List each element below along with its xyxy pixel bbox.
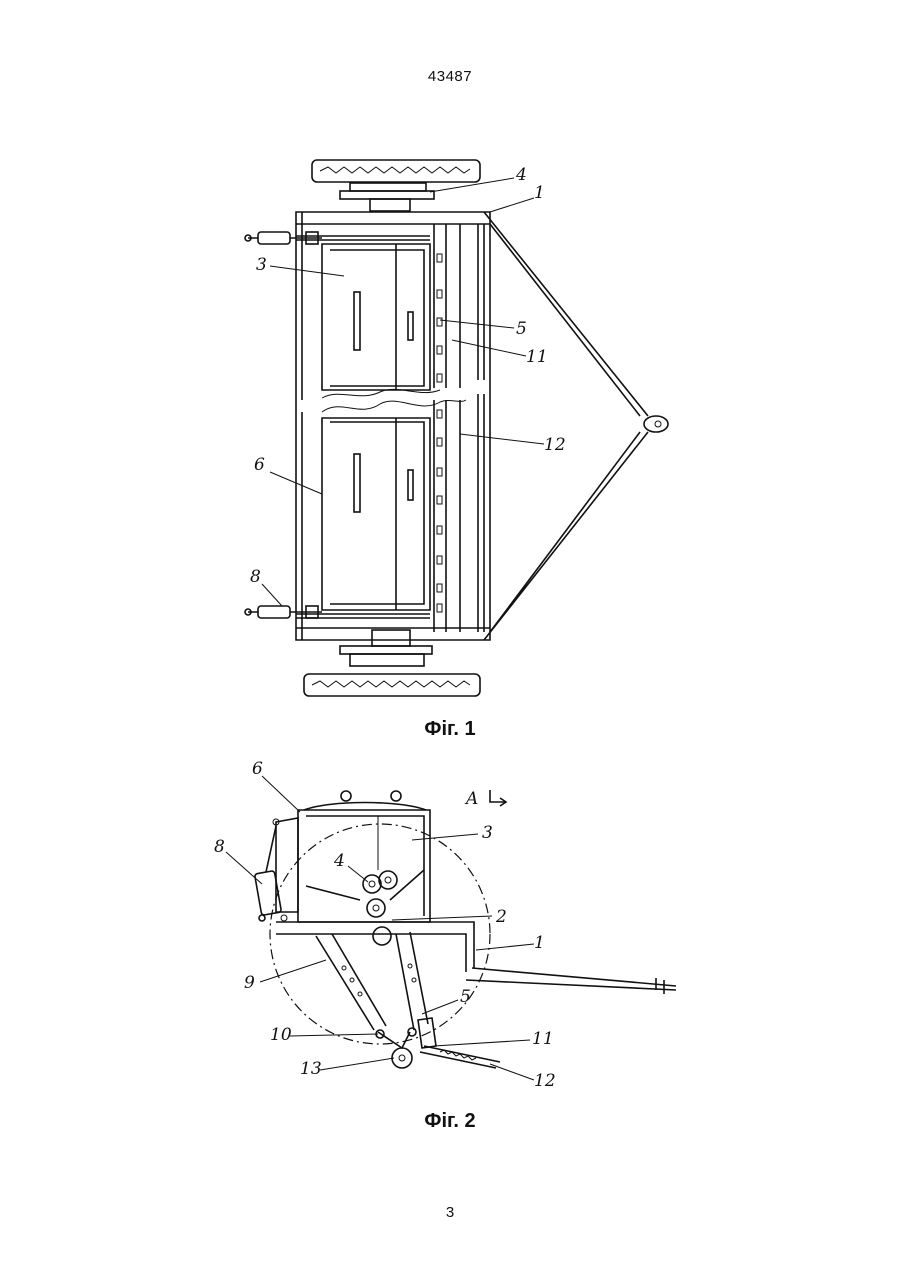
fig2-label-4: 4 [333,851,345,871]
coulter-bar [420,1046,500,1068]
hydraulic-cylinder-side [255,826,282,921]
fig1-label-11: 11 [526,347,548,367]
hydraulic-cylinders [245,232,322,618]
figure-1-leaders [262,178,544,606]
view-arrow-a [490,790,506,806]
fig2-label-5: 5 [460,987,471,1007]
fig2-label-13: 13 [300,1059,322,1079]
depth-wheel [376,1028,416,1068]
fig1-label-12: 12 [544,435,566,455]
figure-1-caption: Фіг. 1 [0,718,900,741]
sowing-bars [434,224,484,632]
hopper [322,244,466,610]
fig1-label-1: 1 [534,183,545,203]
fig2-label-8: 8 [214,837,225,857]
fig2-label-10: 10 [270,1025,292,1045]
fig1-label-8: 8 [250,567,261,587]
fig2-label-2: 2 [495,907,507,927]
fig1-label-3: 3 [256,255,267,275]
page-number: 3 [0,1204,900,1221]
fig2-label-9: 9 [244,973,255,993]
fig2-view-label-a: A [464,789,478,809]
frame-side [276,915,676,994]
fig2-label-3: 3 [482,823,493,843]
fig2-label-1: 1 [534,933,545,953]
top-wheel [312,160,480,211]
sowing-tines [316,932,436,1048]
fig2-label-11: 11 [532,1029,554,1049]
fig2-label-6: 6 [252,759,263,779]
fig1-label-4: 4 [515,165,527,185]
fig1-label-5: 5 [516,319,527,339]
fig1-label-6: 6 [254,455,265,475]
figure-2-caption: Фіг. 2 [0,1110,900,1133]
figure-2-drawing: A 6 3 4 8 2 1 9 5 10 11 13 12 [0,750,900,1100]
document-number: 43487 [0,68,900,85]
drawbar [484,212,668,640]
main-frame [296,212,490,640]
hopper-side [273,791,430,922]
figure-1-drawing: 4 1 3 5 11 12 6 8 [0,150,900,710]
fig2-label-12: 12 [534,1071,556,1091]
